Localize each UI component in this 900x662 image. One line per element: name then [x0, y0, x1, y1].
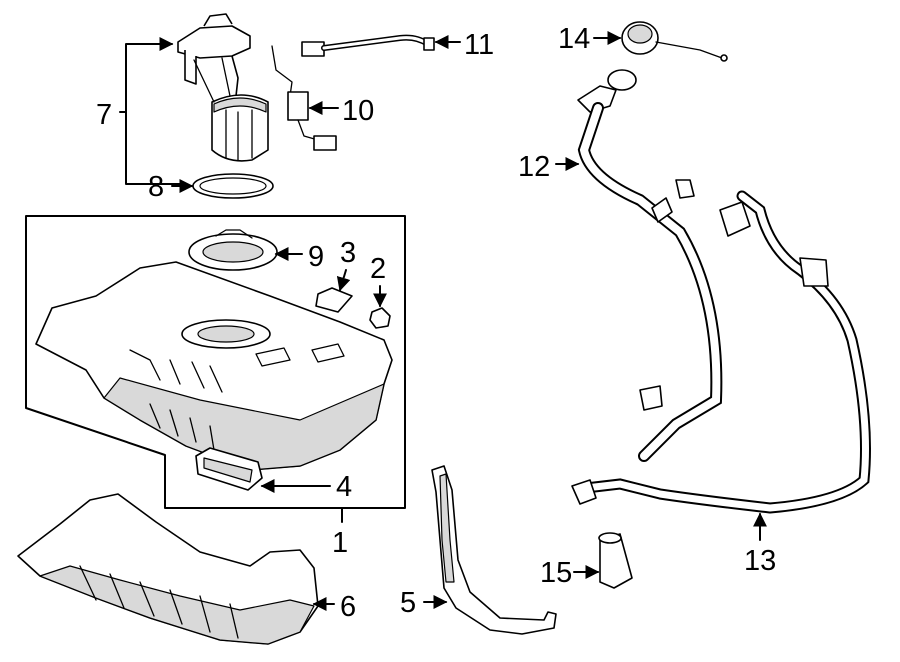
- callout-13: 13: [744, 545, 776, 577]
- callout-7-bracket: [125, 43, 187, 185]
- callout-10: 10: [342, 95, 374, 127]
- heat-shield: [17, 493, 319, 645]
- callout-12: 12: [518, 151, 550, 183]
- tank-strap: [431, 465, 557, 635]
- callout-3: 3: [340, 237, 356, 269]
- callout-4: 4: [336, 471, 352, 503]
- fuel-level-sensor: [271, 45, 337, 151]
- arrow-3: [336, 269, 351, 292]
- fuel-tank: [35, 261, 393, 471]
- fuel-pump-module: [177, 13, 269, 162]
- callout-11: 11: [464, 29, 494, 61]
- callout-14: 14: [558, 23, 590, 55]
- callout-7: 7: [96, 99, 112, 131]
- filler-pipe: [577, 69, 723, 462]
- tank-assembly-box: [25, 215, 406, 509]
- clip: [369, 307, 391, 329]
- callout-8: 8: [148, 171, 164, 203]
- tank-pad-small: [315, 287, 353, 313]
- callout-6: 6: [340, 591, 356, 623]
- hose-piece: [598, 532, 633, 589]
- callout-9: 9: [308, 241, 324, 273]
- callout-5: 5: [400, 587, 416, 619]
- vent-line: [571, 190, 871, 514]
- lock-ring: [188, 229, 278, 271]
- callout-2: 2: [370, 253, 386, 285]
- callout-1: 1: [332, 527, 348, 559]
- fuel-cap: [621, 21, 728, 62]
- callout-15: 15: [540, 557, 572, 589]
- vapor-hose: [301, 34, 435, 57]
